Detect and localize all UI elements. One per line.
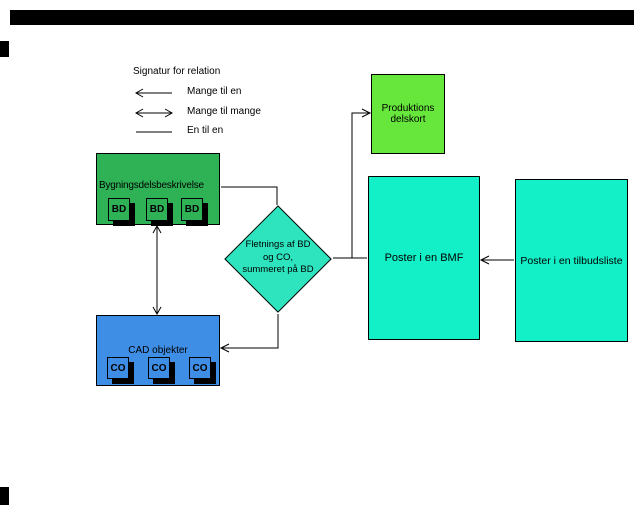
node-fletning-label: Fletnings af BD og CO, summeret på BD bbox=[213, 239, 343, 277]
connector-tilbud-bmf bbox=[479, 255, 514, 265]
scan-artifact-left-bottom bbox=[0, 487, 9, 505]
co-chip: CO bbox=[107, 357, 129, 379]
legend-many-to-one-arrow-icon bbox=[134, 88, 172, 98]
node-title: CAD objekter bbox=[128, 345, 188, 356]
legend-many-to-many-arrow-icon bbox=[134, 108, 174, 118]
produktion-line-1: Produktions bbox=[381, 102, 435, 114]
connector-bygningsdel-cad bbox=[152, 224, 162, 316]
fletning-line-1: Fletnings af BD bbox=[245, 239, 311, 250]
legend-label-many-to-many: Mange til mange bbox=[187, 106, 261, 117]
bd-chip: BD bbox=[146, 198, 168, 221]
bd-chip: BD bbox=[108, 198, 130, 221]
node-poster-bmf: Poster i en BMF bbox=[368, 176, 480, 340]
node-title: Produktions delskort bbox=[382, 103, 435, 126]
node-cad-objekter: CAD objekter CO CO CO bbox=[96, 315, 220, 386]
bd-chip: BD bbox=[181, 198, 203, 221]
node-title: Bygningsdelsbeskrivelse bbox=[99, 180, 204, 191]
produktion-line-2: delskort bbox=[390, 114, 426, 125]
scan-artifact-left-top bbox=[0, 41, 9, 57]
fletning-line-3: summeret på BD bbox=[242, 264, 314, 275]
connector-fletning-cad bbox=[219, 314, 279, 353]
node-title: Poster i en tilbudsliste bbox=[520, 254, 623, 267]
co-chip: CO bbox=[148, 357, 170, 379]
node-produktionsdelskort: Produktions delskort bbox=[371, 74, 445, 154]
node-title: Poster i en BMF bbox=[384, 252, 464, 264]
connector-bygningsdel-fletning bbox=[221, 186, 278, 205]
node-bygningsdelsbeskrivelse: Bygningsdelsbeskrivelse BD BD BD bbox=[96, 153, 220, 225]
legend-label-many-to-one: Mange til en bbox=[187, 86, 242, 97]
legend-title: Signatur for relation bbox=[133, 66, 221, 77]
node-poster-tilbudsliste: Poster i en tilbudsliste bbox=[515, 179, 628, 342]
scan-artifact-top-bar bbox=[10, 10, 634, 25]
fletning-line-2: og CO, bbox=[262, 251, 294, 263]
legend-label-one-to-one: En til en bbox=[187, 125, 224, 136]
co-chip: CO bbox=[189, 357, 211, 379]
